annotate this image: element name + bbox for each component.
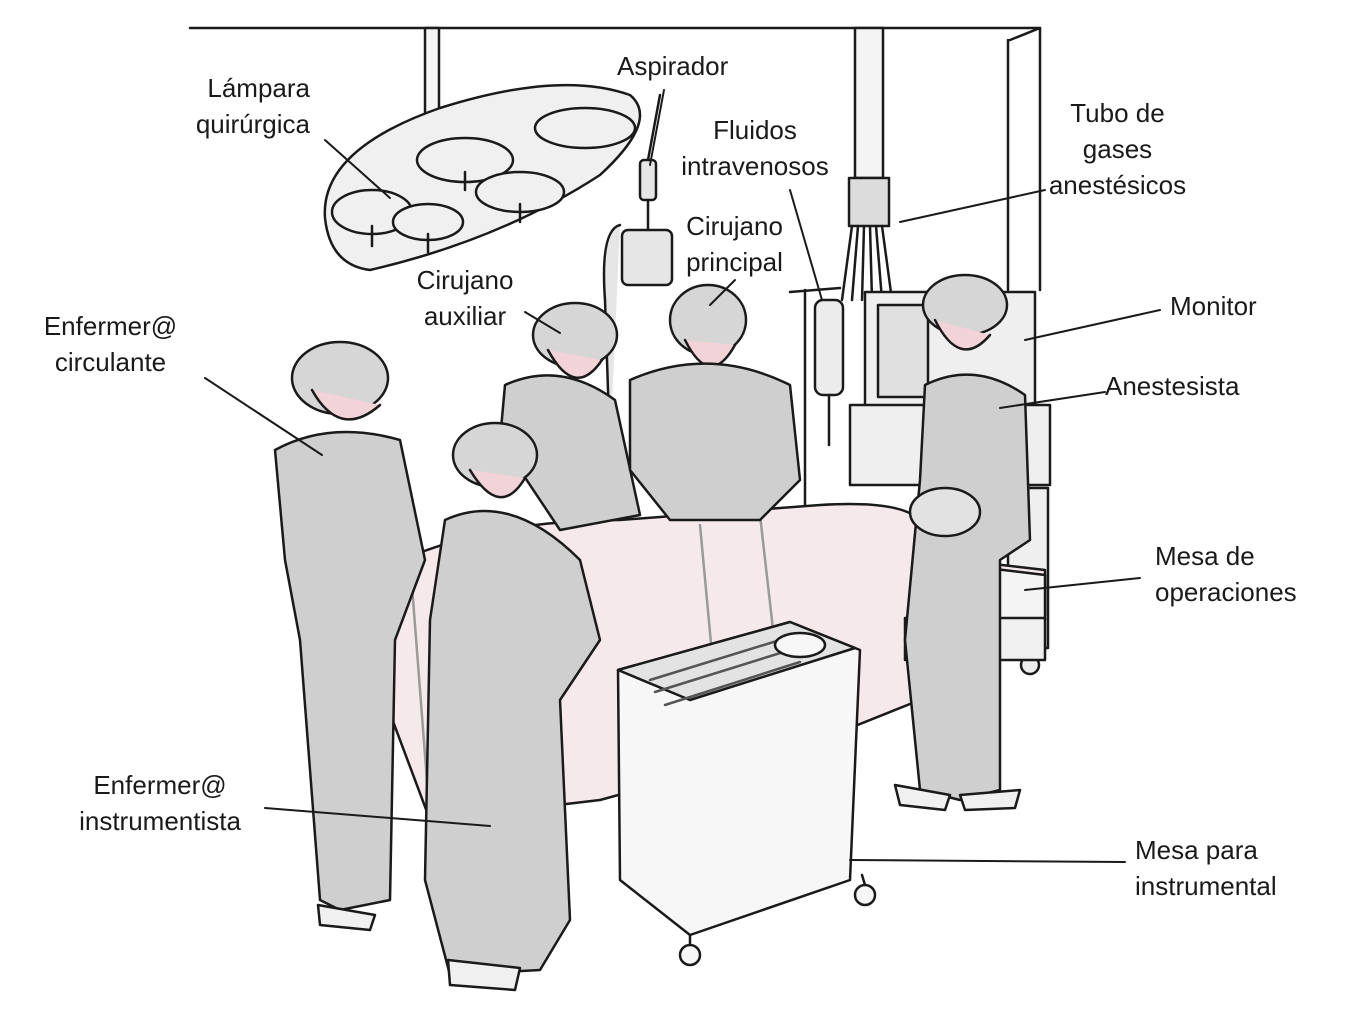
circulating-nurse-figure bbox=[273, 340, 427, 932]
label-circulating-nurse: Enfermer@ circulante bbox=[43, 311, 178, 377]
label-suction: Aspirador bbox=[617, 51, 729, 81]
ceiling-poles bbox=[423, 26, 894, 302]
label-operating-table: Mesa de operaciones bbox=[1155, 541, 1297, 607]
label-anesthesiologist: Anestesista bbox=[1105, 371, 1240, 401]
label-assistant-surgeon: Cirujano auxiliar bbox=[416, 265, 514, 331]
label-iv-fluids: Fluidos intravenosos bbox=[681, 115, 829, 181]
principal-surgeon-figure bbox=[628, 283, 802, 522]
instrument-table bbox=[616, 620, 877, 967]
suction-canister bbox=[602, 93, 674, 452]
label-instrument-table: Mesa para instrumental bbox=[1135, 835, 1277, 901]
scrub-nurse-figure bbox=[423, 421, 602, 992]
patient-head bbox=[908, 486, 982, 538]
label-surgical-lamp: Lámpara quirúrgica bbox=[195, 73, 310, 139]
staff-figures bbox=[273, 273, 1032, 992]
assistant-surgeon-figure bbox=[498, 301, 642, 532]
room-walls bbox=[188, 26, 1042, 292]
leader-lines bbox=[204, 89, 1161, 863]
surgical-lamp bbox=[323, 83, 642, 272]
anesthesiologist-figure bbox=[893, 273, 1032, 812]
label-anesthetic-gas-tube: Tubo de gases anestésicos bbox=[1048, 98, 1187, 200]
label-scrub-nurse: Enfermer@ instrumentista bbox=[79, 770, 241, 836]
label-principal-surgeon: Cirujano principal bbox=[686, 211, 783, 277]
label-monitor: Monitor bbox=[1170, 291, 1257, 321]
